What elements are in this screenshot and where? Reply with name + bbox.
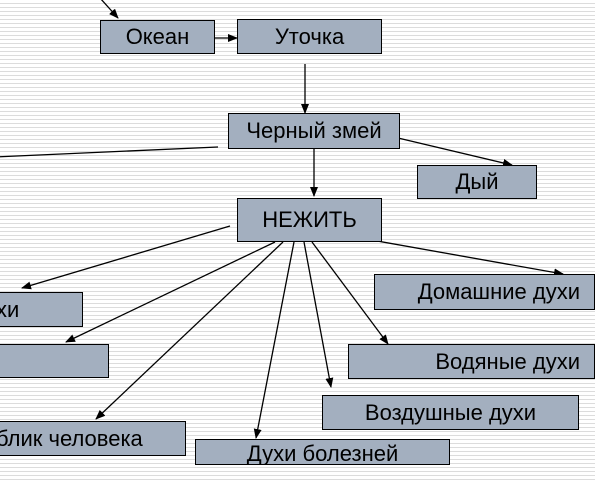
- node-water-spirits: Водяные духи: [348, 344, 595, 379]
- edge-nezhit-to-disease-spirits: [253, 241, 295, 439]
- node-air-spirits-label: Воздушные духи: [364, 399, 537, 425]
- node-ocean-label: Океан: [125, 24, 190, 49]
- edge-top-to-ocean: [100, 0, 119, 19]
- node-left-cut-1-label: хи: [0, 296, 20, 322]
- edge-nezhit-to-water-spirits: [311, 241, 389, 345]
- edge-nezhit-to-air-spirits: [303, 241, 334, 388]
- node-dyi-label: Дый: [455, 169, 499, 194]
- edge-serpent-to-dyi: [397, 137, 513, 167]
- node-nezhit: НЕЖИТЬ: [237, 198, 382, 242]
- edge-nezhit-to-left-cut-1: [21, 225, 231, 290]
- node-duckling-label: Уточка: [274, 23, 345, 49]
- node-left-cut-1: хи: [0, 292, 83, 327]
- node-air-spirits: Воздушные духи: [322, 395, 579, 430]
- node-left-cut-2: [0, 344, 109, 378]
- node-dyi: Дый: [417, 165, 537, 199]
- edge-nezhit-to-home-spirits: [376, 240, 564, 277]
- node-black-serpent-label: Черный змей: [246, 118, 382, 143]
- node-home-spirits: Домашние духи: [374, 274, 595, 310]
- node-human-form: блик человека: [0, 421, 186, 456]
- node-duckling: Уточка: [237, 19, 382, 54]
- node-nezhit-label: НЕЖИТЬ: [262, 207, 357, 232]
- node-water-spirits-label: Водяные духи: [435, 348, 580, 374]
- edge-serpent-to-left: [0, 146, 219, 158]
- node-disease-spirits-label: Духи болезней: [246, 441, 399, 465]
- node-human-form-label: блик человека: [0, 425, 143, 451]
- node-black-serpent: Черный змей: [228, 113, 400, 149]
- node-disease-spirits: Духи болезней: [195, 439, 450, 465]
- node-ocean: Океан: [100, 20, 215, 54]
- edge-nezhit-to-human-form: [95, 241, 284, 420]
- edge-nezhit-to-left-cut-2: [65, 241, 276, 343]
- node-home-spirits-label: Домашние духи: [417, 279, 580, 304]
